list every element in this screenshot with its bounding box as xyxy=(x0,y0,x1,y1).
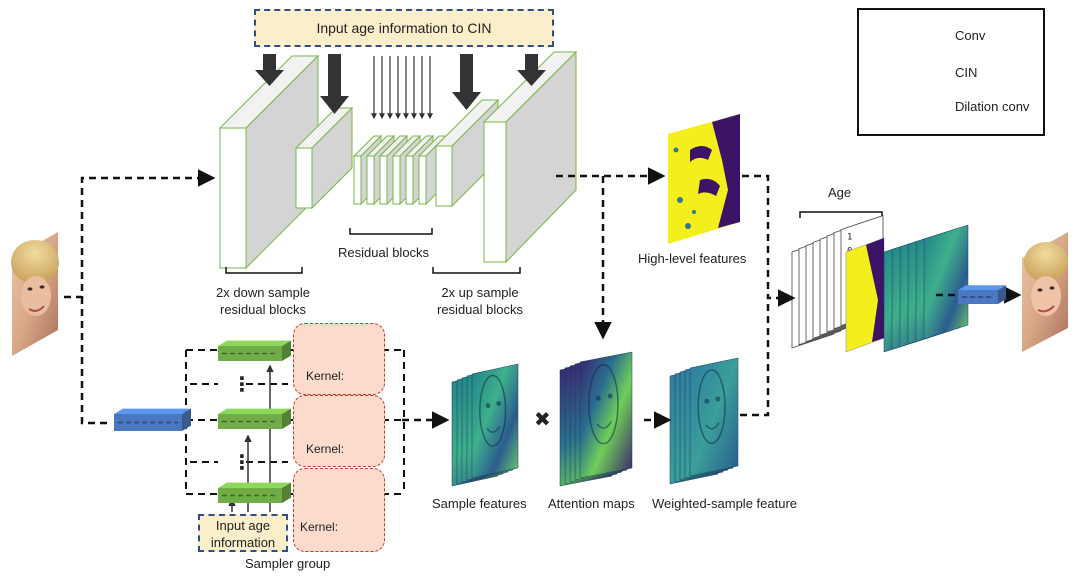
sample-features-stack xyxy=(451,363,519,487)
kernel-box-3 xyxy=(293,468,385,552)
connector-input-split xyxy=(64,169,216,299)
label-sample-features: Sample features xyxy=(432,496,527,511)
age-info-box: Input age information xyxy=(198,514,288,552)
label-sampler-group: Sampler group xyxy=(245,556,331,571)
kernel-label-3: Kernel: xyxy=(300,520,339,534)
label-up-sample: 2x up sample residual blocks xyxy=(422,284,538,318)
connector-weighted-up xyxy=(740,298,770,417)
label-attention-maps: Attention maps xyxy=(548,496,635,511)
attention-maps-stack xyxy=(559,351,633,487)
thick-arrow xyxy=(255,54,284,86)
legend-label-cin: CIN xyxy=(955,65,978,80)
conv-block-output xyxy=(958,285,1006,304)
up-block-2-front xyxy=(483,121,507,263)
label-down-sample: 2x down sample residual blocks xyxy=(208,284,318,318)
weighted-feature-face-hint xyxy=(697,369,726,445)
legend: Conv CIN Dilation conv xyxy=(857,8,1045,136)
residual-block-stack xyxy=(352,134,448,206)
age-feature-slice xyxy=(923,224,969,340)
kernel-label-1: Kernel: xyxy=(306,369,345,383)
conv-block-input xyxy=(114,408,191,431)
high-level-feature-map xyxy=(668,114,740,244)
sample-feature-face-hint xyxy=(479,374,507,447)
sample-feature-slice xyxy=(471,363,519,479)
onehot-digit: 1 xyxy=(847,233,852,243)
connector-input-down xyxy=(80,297,112,425)
thick-arrow xyxy=(452,54,481,110)
dots-symbol-2: ⋮ xyxy=(232,452,252,474)
generator-blocks xyxy=(218,50,578,270)
bracket-up xyxy=(432,267,521,274)
attention-map-slice xyxy=(579,351,633,479)
multiply-symbol: ✖ xyxy=(534,409,551,431)
up-block-1-front xyxy=(435,145,453,207)
kernel-box-1 xyxy=(293,323,385,395)
legend-label-conv: Conv xyxy=(955,28,986,43)
bracket-age xyxy=(799,211,883,218)
thick-arrow xyxy=(517,54,546,86)
brackets xyxy=(225,211,883,274)
thin-arrow-group xyxy=(371,56,433,120)
label-weighted-sample: Weighted-sample feature xyxy=(652,496,798,511)
down-block-2-front xyxy=(295,147,313,209)
dots-symbol-1: ⋮ xyxy=(232,374,252,396)
kernel-box-2 xyxy=(293,395,385,467)
cin-block-1 xyxy=(218,340,291,361)
label-age: Age xyxy=(828,185,852,200)
down-block-1-front xyxy=(219,127,247,269)
weighted-feature-slice xyxy=(689,357,739,477)
age-input-banner: Input age information to CIN xyxy=(254,9,554,47)
kernel-label-2: Kernel: xyxy=(306,442,345,456)
label-high-level: High-level features xyxy=(638,251,747,266)
cin-block-3 xyxy=(218,482,291,503)
label-residual-blocks: Residual blocks xyxy=(338,245,430,260)
output-face-image xyxy=(1022,232,1068,352)
age-injection-arrows xyxy=(255,54,546,114)
cin-block-2 xyxy=(218,408,291,429)
bracket-residual xyxy=(349,228,433,235)
label-down-sample-line2: residual blocks xyxy=(220,302,306,317)
age-yellow-map xyxy=(845,237,885,353)
label-down-sample-line1: 2x down sample xyxy=(216,285,310,300)
age-feature-stack: 101010 xyxy=(791,215,969,353)
connector-highlevel-right xyxy=(742,174,796,307)
age-info-line2: information xyxy=(210,535,276,550)
label-up-sample-line1: 2x up sample xyxy=(441,285,519,300)
weighted-sample-stack xyxy=(669,357,739,485)
label-up-sample-line2: residual blocks xyxy=(437,302,523,317)
thick-arrow xyxy=(320,54,349,114)
legend-label-dilation: Dilation conv xyxy=(955,99,1030,114)
attention-map-face-hint xyxy=(588,364,619,445)
input-face-image xyxy=(11,232,59,356)
age-info-line1: Input age xyxy=(215,518,271,533)
bracket-down xyxy=(225,267,303,274)
